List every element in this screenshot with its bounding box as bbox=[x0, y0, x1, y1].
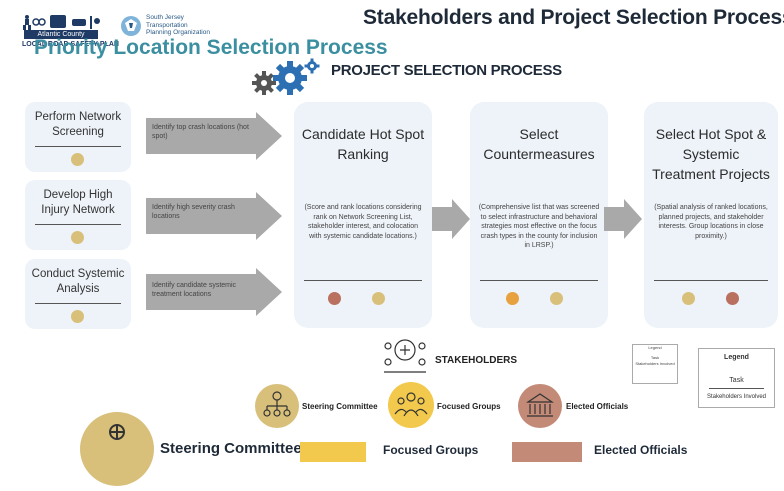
county-band: Atlantic County bbox=[24, 30, 98, 39]
task-high-injury-network: Develop High Injury Network bbox=[25, 180, 131, 250]
focused-groups-label: Focused Groups bbox=[437, 402, 501, 411]
bottom-elected-badge bbox=[512, 442, 582, 462]
group-icon bbox=[394, 392, 428, 417]
task-label: Develop High Injury Network bbox=[41, 189, 115, 216]
arrow-2-text: Identify high severity crash locations bbox=[152, 204, 235, 220]
focused-groups-badge bbox=[388, 382, 434, 428]
stakeholders-meeting-icon bbox=[384, 339, 426, 373]
task-systemic-analysis: Conduct Systemic Analysis bbox=[25, 259, 131, 329]
steering-committee-dot bbox=[71, 153, 84, 166]
org-chart-icon bbox=[263, 391, 291, 417]
task-divider bbox=[35, 146, 121, 147]
capitol-building-icon bbox=[526, 393, 554, 417]
elected-officials-label: Elected Officials bbox=[566, 402, 629, 411]
stage-description: (Comprehensive list that was screened to… bbox=[478, 204, 600, 250]
elected-officials-dot bbox=[328, 292, 341, 305]
atlantic-county-logo bbox=[23, 15, 100, 30]
arrow-3-text: Identify candidate systemic treatment lo… bbox=[152, 282, 237, 298]
task-divider bbox=[35, 303, 121, 304]
legend-thumbnail: Legend Task Stakeholders Involved bbox=[632, 344, 678, 384]
sjtpo-name: South Jersey Transportation Planning Org… bbox=[146, 14, 210, 37]
steering-committee-dot bbox=[372, 292, 385, 305]
county-plan-label: LOCAL ROAD SAFETY PLAN bbox=[22, 41, 119, 48]
focused-groups-dot bbox=[506, 292, 519, 305]
bottom-focused-label: Focused Groups bbox=[383, 443, 479, 457]
stakeholders-title: STAKEHOLDERS bbox=[435, 355, 518, 366]
org-chart-icon bbox=[109, 424, 125, 440]
arrow-3 bbox=[146, 268, 282, 316]
stage-divider bbox=[304, 280, 422, 281]
stage-title: Select Countermeasures bbox=[483, 126, 595, 162]
bottom-steering-label: Steering Committee bbox=[160, 440, 302, 457]
arrow-1-text: Identify top crash locations (hot spot) bbox=[152, 124, 249, 140]
steering-committee-dot bbox=[682, 292, 695, 305]
stage-description: (Spatial analysis of ranked locations, p… bbox=[654, 204, 768, 240]
task-label: Conduct Systemic Analysis bbox=[31, 268, 125, 295]
task-label: Perform Network Screening bbox=[34, 111, 122, 138]
legend-stakeholders: Stakeholders Involved bbox=[706, 394, 767, 400]
legend-heading: Legend bbox=[724, 354, 749, 361]
process-title: PROJECT SELECTION PROCESS bbox=[331, 62, 562, 79]
sjtpo-logo bbox=[121, 16, 141, 36]
legend-thumb-heading: Legend bbox=[648, 345, 662, 350]
bottom-elected-label: Elected Officials bbox=[594, 443, 688, 457]
main-title: Stakeholders and Project Selection Proce… bbox=[363, 6, 784, 29]
sjtpo-line-2: Transportation bbox=[146, 21, 188, 29]
legend: Legend Task Stakeholders Involved bbox=[698, 348, 775, 408]
arrow-2 bbox=[146, 192, 282, 240]
steering-committee-label: Steering Committee bbox=[302, 402, 378, 411]
stage-select-projects: Select Hot Spot & Systemic Treatment Pro… bbox=[644, 102, 778, 328]
subtitle: Priority Location Selection Process bbox=[34, 36, 388, 59]
steering-committee-badge bbox=[255, 384, 299, 428]
legend-thumb-task: Task bbox=[650, 355, 660, 360]
task-network-screening: Perform Network Screening bbox=[25, 102, 131, 172]
stage-divider bbox=[480, 280, 598, 281]
stage-divider bbox=[654, 280, 768, 281]
legend-divider bbox=[709, 388, 764, 389]
elected-officials-badge bbox=[518, 384, 562, 428]
elected-officials-dot bbox=[726, 292, 739, 305]
stage-description: (Score and rank locations considering ra… bbox=[304, 204, 422, 240]
sjtpo-line-3: Planning Organization bbox=[146, 29, 210, 36]
steering-committee-dot bbox=[71, 231, 84, 244]
task-divider bbox=[35, 224, 121, 225]
arrow-stage-2 bbox=[604, 199, 642, 239]
stage-candidate-ranking: Candidate Hot Spot Ranking (Score and ra… bbox=[294, 102, 432, 328]
stage-select-countermeasures: Select Countermeasures (Comprehensive li… bbox=[470, 102, 608, 328]
gears-icon bbox=[252, 58, 320, 95]
steering-committee-large-badge bbox=[80, 412, 154, 486]
stage-title: Select Hot Spot & Systemic Treatment Pro… bbox=[652, 126, 770, 182]
steering-committee-dot bbox=[550, 292, 563, 305]
steering-committee-dot bbox=[71, 310, 84, 323]
legend-task: Task bbox=[729, 377, 744, 384]
bottom-focused-badge bbox=[300, 442, 366, 462]
arrow-1 bbox=[146, 112, 282, 160]
stage-title: Candidate Hot Spot Ranking bbox=[301, 126, 425, 162]
legend-thumb-stakeholders: Stakeholders Involved bbox=[635, 361, 675, 366]
sjtpo-line-1: South Jersey bbox=[146, 14, 184, 21]
arrow-stage-1 bbox=[432, 199, 470, 239]
